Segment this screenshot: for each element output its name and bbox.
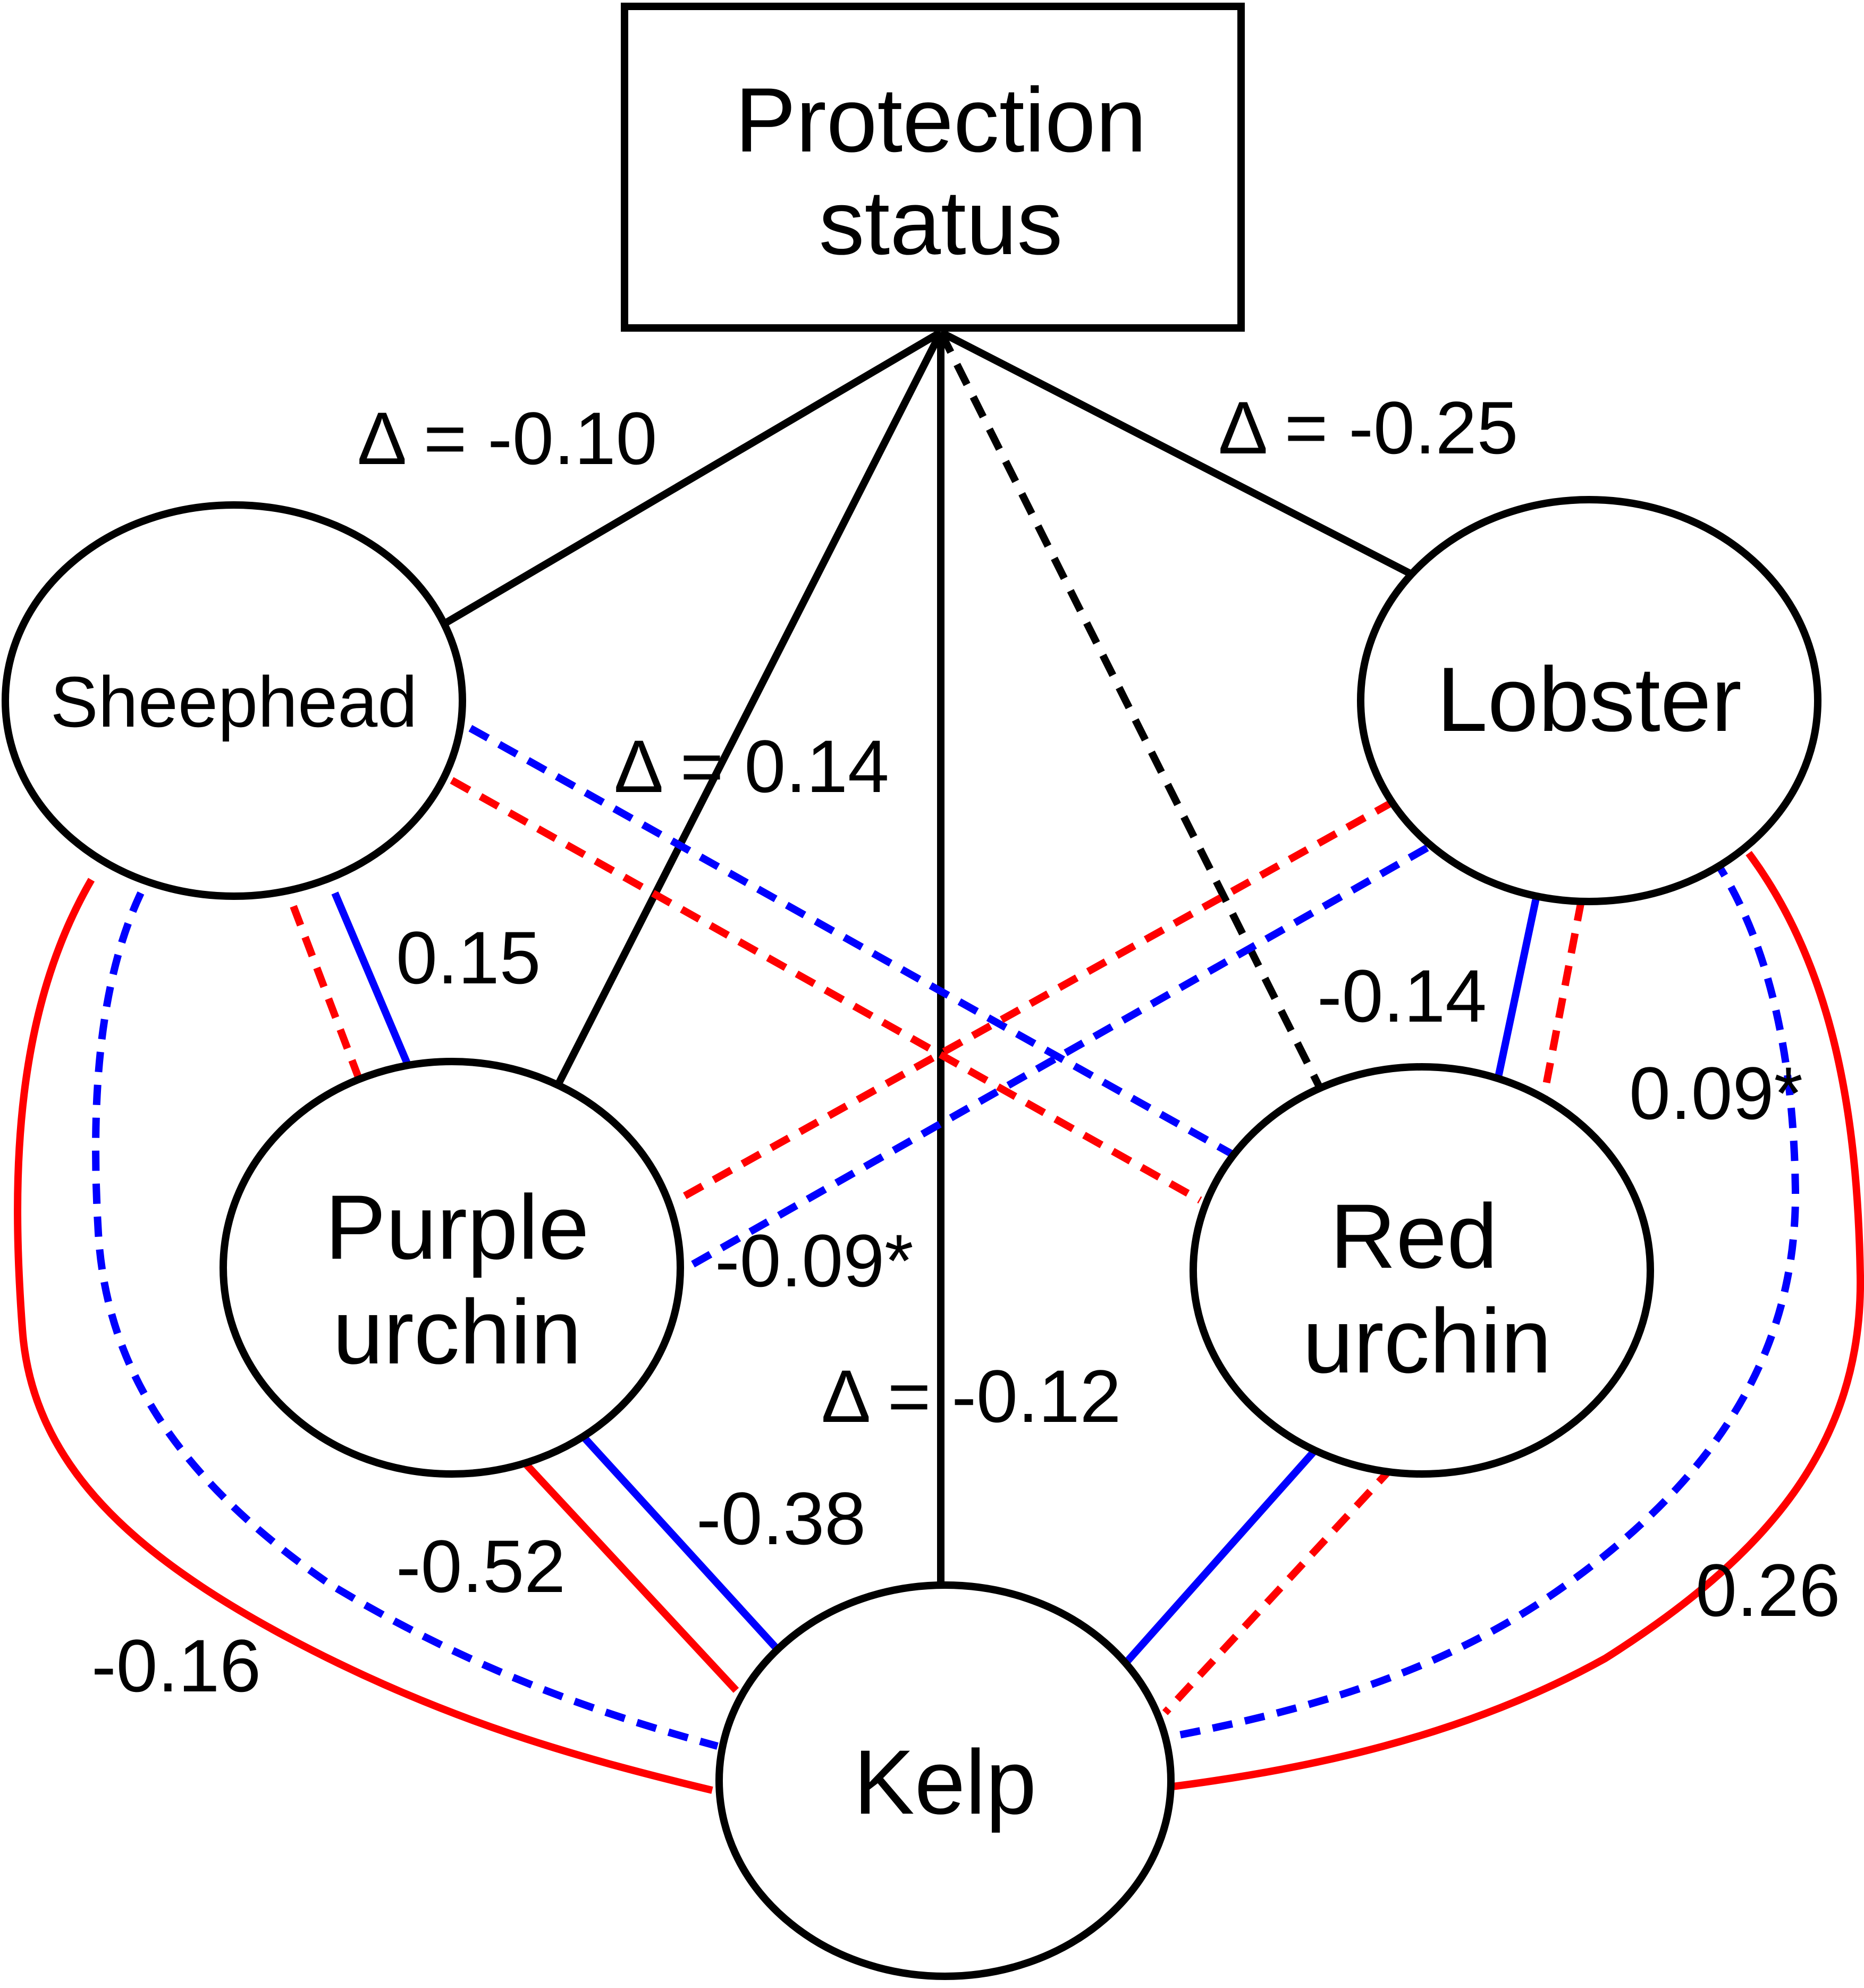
- edge-lobster-kelp-blue: [1167, 856, 1800, 1741]
- purple-urchin-ellipse: [220, 1058, 684, 1478]
- edge-sheephead-kelp-red: [14, 878, 713, 1794]
- label-delta-sheephead: Δ = -0.10: [357, 397, 657, 480]
- label-lobster-kelp-red: 0.26: [1696, 1548, 1840, 1632]
- edge-protection-lobster: [939, 328, 1419, 580]
- label-sheephead-purple: 0.15: [396, 916, 541, 999]
- edge-sheephead-red-urchin-blue: [468, 725, 1238, 1160]
- lobster-label: Lobster: [1437, 648, 1742, 751]
- label-lobster-kelp-blue: 0.09*: [1629, 1051, 1803, 1135]
- edge-lobster-kelp-red: [1168, 850, 1864, 1791]
- protection-status-box: [621, 3, 1245, 332]
- purple-urchin-label-line1: Purple: [325, 1176, 589, 1278]
- protection-status-label-line1: Protection: [735, 69, 1146, 171]
- label-delta-lobster: Δ = -0.25: [1218, 386, 1518, 469]
- edge-labels: Δ = -0.10 Δ = -0.25 Δ = 0.14 Δ = -0.12 0…: [91, 386, 1840, 1707]
- edge-lobster-red-urchin-blue: [1492, 897, 1540, 1088]
- edge-lobster-purple-blue: [685, 844, 1429, 1271]
- sheephead-label: Sheephead: [50, 662, 418, 742]
- edge-sheephead-purple-red: [290, 905, 370, 1101]
- purple-urchin-node: Purple urchin: [220, 1058, 684, 1478]
- edge-protection-sheephead: [438, 328, 943, 630]
- edge-sheephead-kelp-blue: [92, 891, 719, 1750]
- interaction-edges: [14, 725, 1864, 1794]
- label-delta-purple-urchin: Δ = 0.14: [614, 725, 889, 808]
- lobster-node: Lobster: [1357, 496, 1821, 905]
- kelp-label: Kelp: [854, 1731, 1036, 1833]
- edge-protection-purple-urchin: [546, 330, 944, 1102]
- label-sheephead-kelp: -0.16: [91, 1624, 261, 1707]
- label-lobster-red-urchin: -0.14: [1317, 954, 1487, 1038]
- edge-sheephead-red-urchin-red: [450, 777, 1202, 1204]
- edge-lobster-red-urchin-red: [1539, 900, 1585, 1102]
- protection-edges: [438, 328, 1419, 1592]
- label-purple-lobster: -0.09*: [715, 1219, 914, 1302]
- sheephead-node: Sheephead: [2, 501, 466, 900]
- edge-red-urchin-kelp-blue: [1121, 1435, 1329, 1667]
- label-purple-kelp-blue: -0.38: [696, 1477, 866, 1560]
- edge-purple-kelp-red: [523, 1462, 739, 1693]
- sheephead-ellipse: [2, 501, 466, 900]
- protection-status-node: Protection status: [621, 3, 1245, 332]
- edge-purple-kelp-blue: [579, 1433, 779, 1650]
- edge-sheephead-purple-blue: [331, 891, 421, 1089]
- purple-urchin-label-line2: urchin: [333, 1281, 581, 1383]
- red-urchin-node: Red urchin: [1190, 1063, 1654, 1478]
- label-delta-kelp: Δ = -0.12: [821, 1354, 1121, 1438]
- lobster-ellipse: [1357, 496, 1821, 905]
- edge-lobster-purple-red: [673, 798, 1396, 1205]
- red-urchin-label-line1: Red: [1330, 1185, 1498, 1287]
- protection-status-label-line2: status: [819, 172, 1063, 274]
- red-urchin-label-line2: urchin: [1303, 1290, 1551, 1392]
- kelp-ellipse: [715, 1581, 1175, 1980]
- kelp-node: Kelp: [715, 1581, 1175, 1980]
- red-urchin-ellipse: [1190, 1063, 1654, 1478]
- edge-red-urchin-kelp-red: [1162, 1464, 1396, 1715]
- label-purple-kelp-red: -0.52: [396, 1524, 566, 1608]
